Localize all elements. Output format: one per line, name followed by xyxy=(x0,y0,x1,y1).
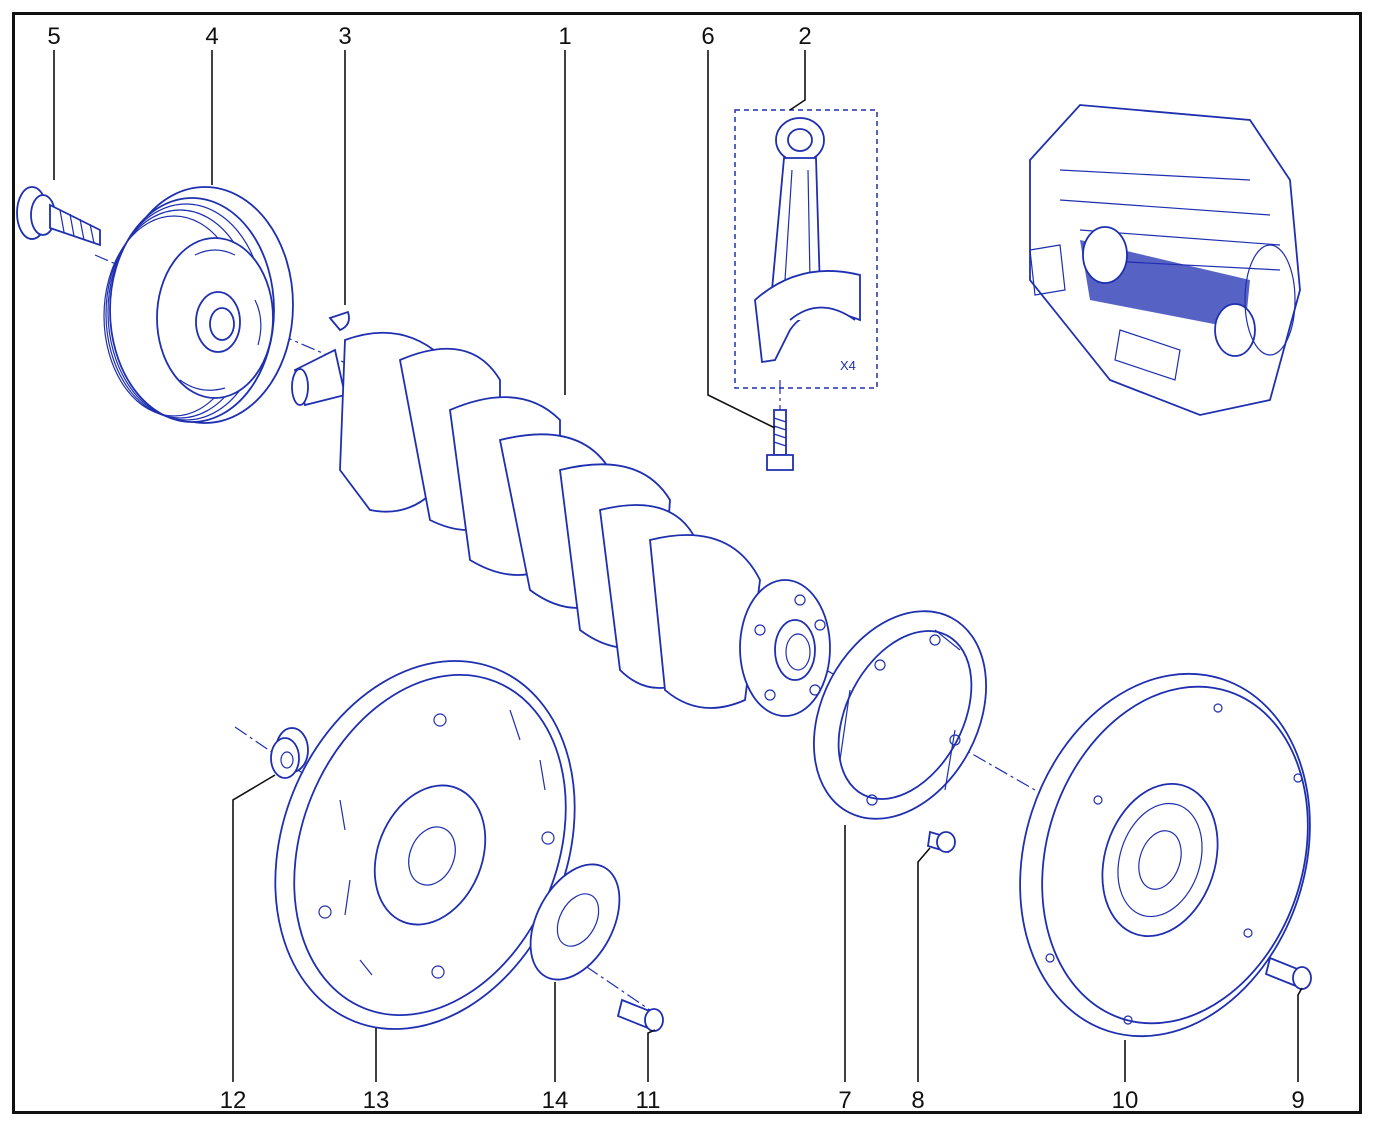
reluctor-ring xyxy=(813,610,987,820)
callout-11: 11 xyxy=(636,1087,661,1114)
engine-thumbnail xyxy=(1029,104,1301,416)
flywheel xyxy=(1019,672,1311,1038)
callout-3: 3 xyxy=(338,23,351,50)
woodruff-key xyxy=(328,310,350,332)
callout-4: 4 xyxy=(205,23,218,50)
pulley-bolt xyxy=(16,186,101,247)
spacer-washer xyxy=(270,727,309,779)
callout-14: 14 xyxy=(542,1087,569,1114)
flexplate-bolt xyxy=(616,998,664,1032)
connecting-rod xyxy=(754,117,861,364)
leader-lines xyxy=(53,50,1303,1082)
callout-13: 13 xyxy=(363,1087,390,1114)
rod-bolt xyxy=(766,409,794,471)
crankshaft xyxy=(291,331,831,717)
callout-7: 7 xyxy=(838,1087,851,1114)
callout-9: 9 xyxy=(1291,1087,1304,1114)
callout-5: 5 xyxy=(47,23,60,50)
callout-10: 10 xyxy=(1112,1087,1139,1114)
callout-1: 1 xyxy=(558,23,571,50)
flexplate xyxy=(274,660,576,1030)
connecting-rod-box xyxy=(734,109,878,389)
crankshaft-pulley xyxy=(103,186,294,424)
callout-2: 2 xyxy=(798,23,811,50)
flexplate-reinforcement xyxy=(529,863,621,981)
callout-6: 6 xyxy=(701,23,714,50)
flywheel-bolt xyxy=(1264,956,1312,990)
callout-12: 12 xyxy=(220,1087,247,1114)
reluctor-bolt xyxy=(926,830,956,854)
diagram-frame xyxy=(12,12,1362,1114)
callout-8: 8 xyxy=(911,1087,924,1114)
quantity-label: X4 xyxy=(840,358,856,373)
